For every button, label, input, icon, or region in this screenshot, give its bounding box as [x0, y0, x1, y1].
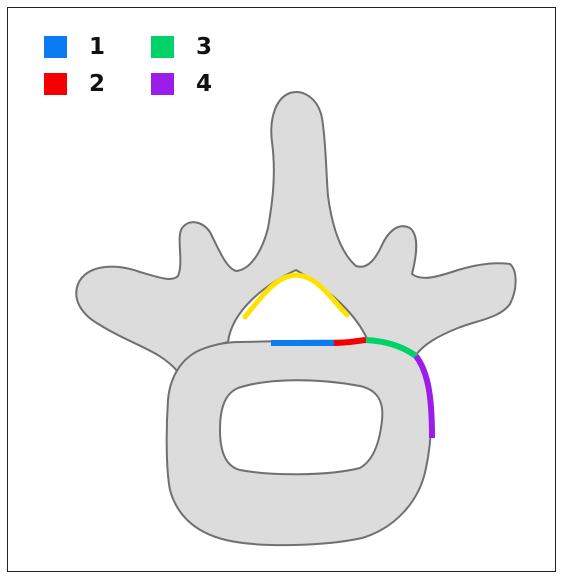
legend-item-3: 3: [151, 34, 213, 60]
legend: 1 2 3 4: [44, 36, 244, 106]
legend-label-2: 2: [89, 71, 106, 97]
segment-2: [333, 337, 367, 346]
vertebral-arch: [75, 91, 517, 373]
legend-label-4: 4: [196, 71, 213, 97]
legend-swatch-3: [151, 36, 174, 58]
legend-item-4: 4: [151, 71, 213, 97]
legend-label-1: 1: [89, 34, 106, 60]
legend-label-3: 3: [196, 34, 213, 60]
yellow-arc: [242, 272, 350, 320]
legend-swatch-4: [151, 73, 174, 95]
legend-swatch-2: [44, 73, 67, 95]
segment-3: [365, 337, 418, 359]
legend-item-2: 2: [44, 71, 106, 97]
legend-swatch-1: [44, 36, 67, 58]
body-opening: [219, 379, 384, 476]
legend-item-1: 1: [44, 34, 106, 60]
segment-4: [413, 354, 435, 439]
